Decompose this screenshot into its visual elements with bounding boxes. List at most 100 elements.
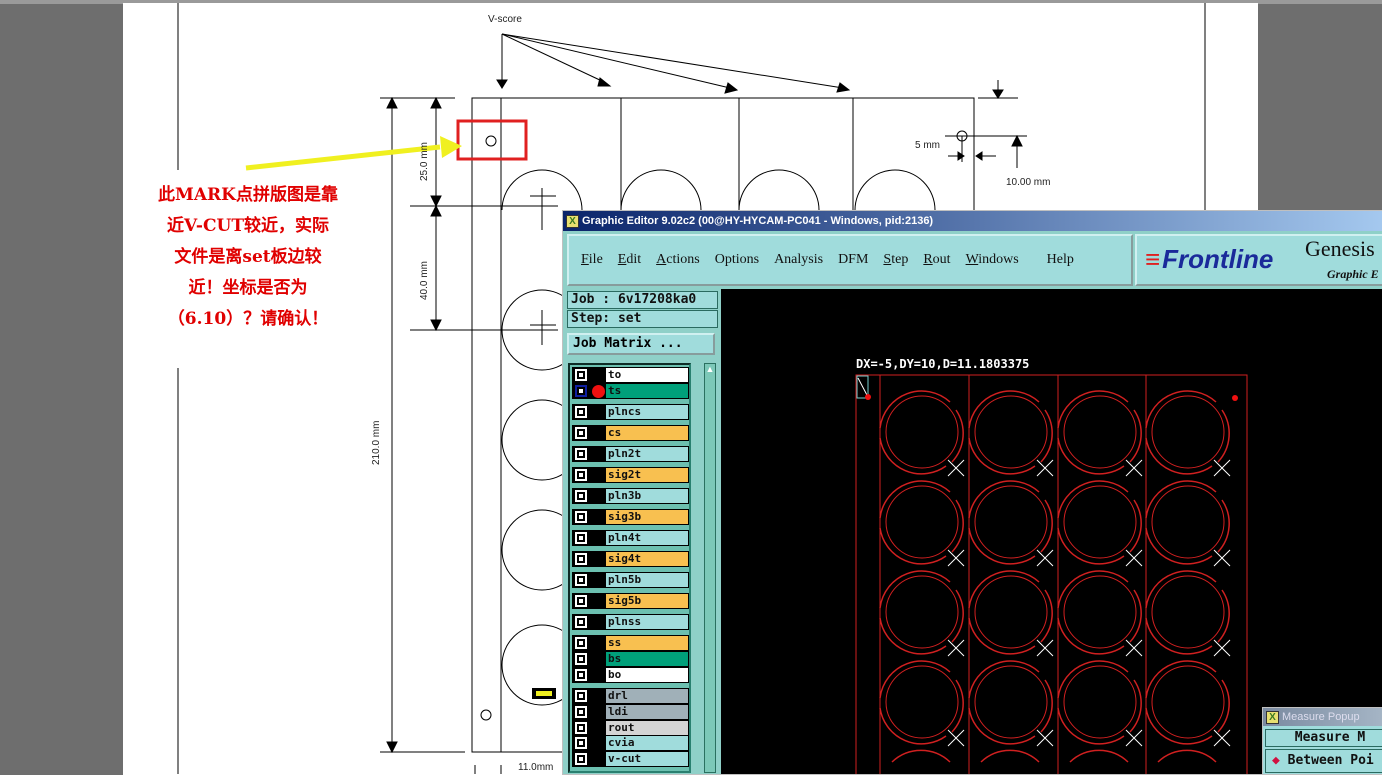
layer-checkbox[interactable] xyxy=(575,737,587,749)
note-line: （6.10）？请确认！ xyxy=(167,309,329,329)
pad-circle xyxy=(885,395,959,469)
layer-checkbox[interactable] xyxy=(575,448,587,460)
pad-arc xyxy=(891,749,951,763)
annotation-note: 此MARK点拼版图是靠 近V-CUT较近，实际 文件是离set板边较 近！坐标是… xyxy=(138,180,358,335)
layer-row-ts[interactable]: ts xyxy=(572,383,689,399)
layer-row-pln3b[interactable]: pln3b xyxy=(572,488,689,504)
pad-arc xyxy=(1217,409,1230,463)
window-title: Graphic Editor 9.02c2 (00@HY-HYCAM-PC041… xyxy=(582,215,934,227)
note-line: 此MARK点拼版图是靠 xyxy=(158,185,338,205)
layer-row-sig5b[interactable]: sig5b xyxy=(572,593,689,609)
pad-arc xyxy=(980,749,1040,763)
pad-arc xyxy=(1057,527,1125,565)
cross-mark xyxy=(1125,459,1143,477)
layer-checkbox[interactable] xyxy=(575,653,587,665)
layer-row-pln4t[interactable]: pln4t xyxy=(572,530,689,546)
layer-row-cs[interactable]: cs xyxy=(572,425,689,441)
between-points-option[interactable]: ◆ Between Poi xyxy=(1265,749,1382,773)
pad-arc xyxy=(1157,749,1217,763)
pad-arc xyxy=(1145,390,1217,429)
pad-arc xyxy=(1040,409,1053,463)
layer-row-plnss[interactable]: plnss xyxy=(572,614,689,630)
pad-arc xyxy=(879,660,951,699)
layer-row-bs[interactable]: bs xyxy=(572,651,689,667)
layer-row-pln2t[interactable]: pln2t xyxy=(572,446,689,462)
dim-10: 10.00 mm xyxy=(1006,177,1051,188)
title-bar[interactable]: X Graphic Editor 9.02c2 (00@HY-HYCAM-PC0… xyxy=(563,211,1382,231)
pad-circle xyxy=(1151,395,1225,469)
layer-checkbox[interactable] xyxy=(575,637,587,649)
cross-mark xyxy=(1125,549,1143,567)
pad-arc xyxy=(1040,589,1053,643)
cross-mark xyxy=(1036,549,1054,567)
menu-edit[interactable]: Edit xyxy=(617,252,642,267)
layer-checkbox[interactable] xyxy=(575,706,587,718)
layer-checkbox[interactable] xyxy=(575,595,587,607)
layer-checkbox[interactable] xyxy=(575,469,587,481)
measure-popup-title-bar[interactable]: X Measure Popup xyxy=(1263,708,1382,726)
layer-name: cs xyxy=(606,426,688,440)
menu-rout[interactable]: Rout xyxy=(923,252,951,267)
layer-checkbox[interactable] xyxy=(575,753,587,765)
pad-circle xyxy=(885,665,959,739)
cross-mark xyxy=(1213,639,1231,657)
layer-row-rout[interactable]: rout xyxy=(572,720,689,736)
cross-mark xyxy=(1213,459,1231,477)
pad-circle xyxy=(1063,395,1137,469)
layer-checkbox[interactable] xyxy=(575,427,587,439)
menu-actions[interactable]: Actions xyxy=(656,252,700,267)
layer-row-drl[interactable]: drl xyxy=(572,688,689,704)
pad-arc xyxy=(1057,617,1125,655)
layer-checkbox[interactable] xyxy=(575,385,587,397)
menu-help[interactable]: Help xyxy=(1046,252,1074,267)
pad-arc xyxy=(968,437,1036,475)
pad-arc xyxy=(1069,749,1129,763)
layer-scrollbar[interactable]: ▲ xyxy=(704,363,716,773)
layer-checkbox[interactable] xyxy=(575,369,587,381)
menu-step[interactable]: Step xyxy=(883,252,909,267)
layer-checkbox[interactable] xyxy=(575,490,587,502)
layer-checkbox[interactable] xyxy=(575,406,587,418)
layer-name: plnss xyxy=(606,615,688,629)
pad-arc xyxy=(1057,570,1129,609)
layer-checkbox[interactable] xyxy=(575,669,587,681)
cross-mark xyxy=(1036,729,1054,747)
pad-circle xyxy=(1151,665,1225,739)
layer-row-to[interactable]: to xyxy=(572,367,689,383)
layer-checkbox[interactable] xyxy=(575,511,587,523)
layer-row-cvia[interactable]: cvia xyxy=(572,735,689,751)
pad-arc xyxy=(968,390,1040,429)
layer-row-v-cut[interactable]: v-cut xyxy=(572,751,689,767)
layer-row-sig2t[interactable]: sig2t xyxy=(572,467,689,483)
menu-dfm[interactable]: DFM xyxy=(838,252,869,267)
layer-row-plncs[interactable]: plncs xyxy=(572,404,689,420)
layer-row-bo[interactable]: bo xyxy=(572,667,689,683)
menu-file[interactable]: File xyxy=(581,252,603,267)
graphics-canvas[interactable]: DX=-5,DY=10,D=11.1803375 xyxy=(721,289,1382,774)
layer-checkbox[interactable] xyxy=(575,690,587,702)
layer-checkbox[interactable] xyxy=(575,616,587,628)
layer-checkbox[interactable] xyxy=(575,722,587,734)
menu-analysis[interactable]: Analysis xyxy=(774,252,824,267)
measure-popup[interactable]: X Measure Popup Measure M ◆ Between Poi xyxy=(1262,707,1382,775)
layer-row-ss[interactable]: ss xyxy=(572,635,689,651)
layer-checkbox[interactable] xyxy=(575,532,587,544)
job-matrix-button[interactable]: Job Matrix ... xyxy=(567,333,715,355)
menu-windows[interactable]: Windows xyxy=(965,252,1019,267)
pad-arc xyxy=(879,617,947,655)
layer-name: ts xyxy=(606,384,688,398)
scroll-up-icon[interactable]: ▲ xyxy=(705,364,715,374)
layer-row-sig4t[interactable]: sig4t xyxy=(572,551,689,567)
layer-row-pln5b[interactable]: pln5b xyxy=(572,572,689,588)
layer-name: ldi xyxy=(606,705,688,719)
layer-row-sig3b[interactable]: sig3b xyxy=(572,509,689,525)
layer-row-ldi[interactable]: ldi xyxy=(572,704,689,720)
layer-checkbox[interactable] xyxy=(575,574,587,586)
layer-checkbox[interactable] xyxy=(575,553,587,565)
option-label: Between Poi xyxy=(1287,753,1374,768)
menu-options[interactable]: Options xyxy=(714,252,760,267)
pad-arc xyxy=(1145,480,1217,519)
note-line: 近V-CUT较近，实际 xyxy=(166,216,329,236)
pad-arc xyxy=(1129,409,1142,463)
graphic-editor-window[interactable]: X Graphic Editor 9.02c2 (00@HY-HYCAM-PC0… xyxy=(562,210,1382,775)
